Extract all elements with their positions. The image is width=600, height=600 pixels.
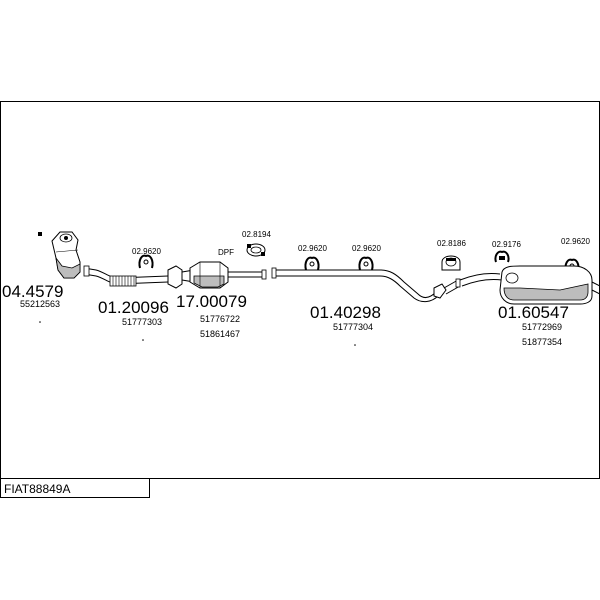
label-01-60547: 01.60547	[498, 303, 569, 322]
label-51776722: 51776722	[200, 314, 240, 324]
mount-02-9176	[494, 250, 510, 263]
label-hanger-b: 02.9620	[298, 244, 327, 253]
label-dpf: DPF	[218, 248, 234, 257]
dot-1	[39, 321, 41, 323]
clamp-02-8194	[246, 243, 266, 257]
label-clamp-8194: 02.8194	[242, 230, 271, 239]
label-01-20096: 01.20096	[98, 298, 169, 317]
label-51772969: 51772969	[522, 322, 562, 332]
code-box	[0, 478, 150, 498]
diagram-code: FIAT88849A	[4, 482, 70, 496]
hanger-c	[358, 256, 374, 271]
label-04-4579: 04.4579	[2, 282, 63, 301]
dpf-unit	[181, 261, 267, 289]
dot-3	[354, 344, 356, 346]
label-51777303: 51777303	[122, 317, 162, 327]
label-hanger-d: 02.9620	[561, 237, 590, 246]
middle-pipe	[271, 267, 461, 303]
label-17-00079: 17.00079	[176, 292, 247, 311]
flex-section	[109, 275, 137, 287]
hanger-b	[304, 256, 320, 271]
label-51861467: 51861467	[200, 329, 240, 339]
label-51877354: 51877354	[522, 337, 562, 347]
dot-2	[142, 339, 144, 341]
label-hanger-c: 02.9620	[352, 244, 381, 253]
mount-02-8186	[441, 255, 461, 271]
marker-square	[38, 232, 42, 236]
label-51777304: 51777304	[333, 322, 373, 332]
label-mount-9176: 02.9176	[492, 240, 521, 249]
catalytic-converter	[51, 231, 81, 279]
hanger-a	[138, 254, 154, 269]
label-55212563: 55212563	[20, 299, 60, 309]
label-hanger-a: 02.9620	[132, 247, 161, 256]
label-01-40298: 01.40298	[310, 303, 381, 322]
label-mount-8186: 02.8186	[437, 239, 466, 248]
front-pipe	[83, 265, 183, 289]
rear-silencer	[459, 265, 600, 305]
